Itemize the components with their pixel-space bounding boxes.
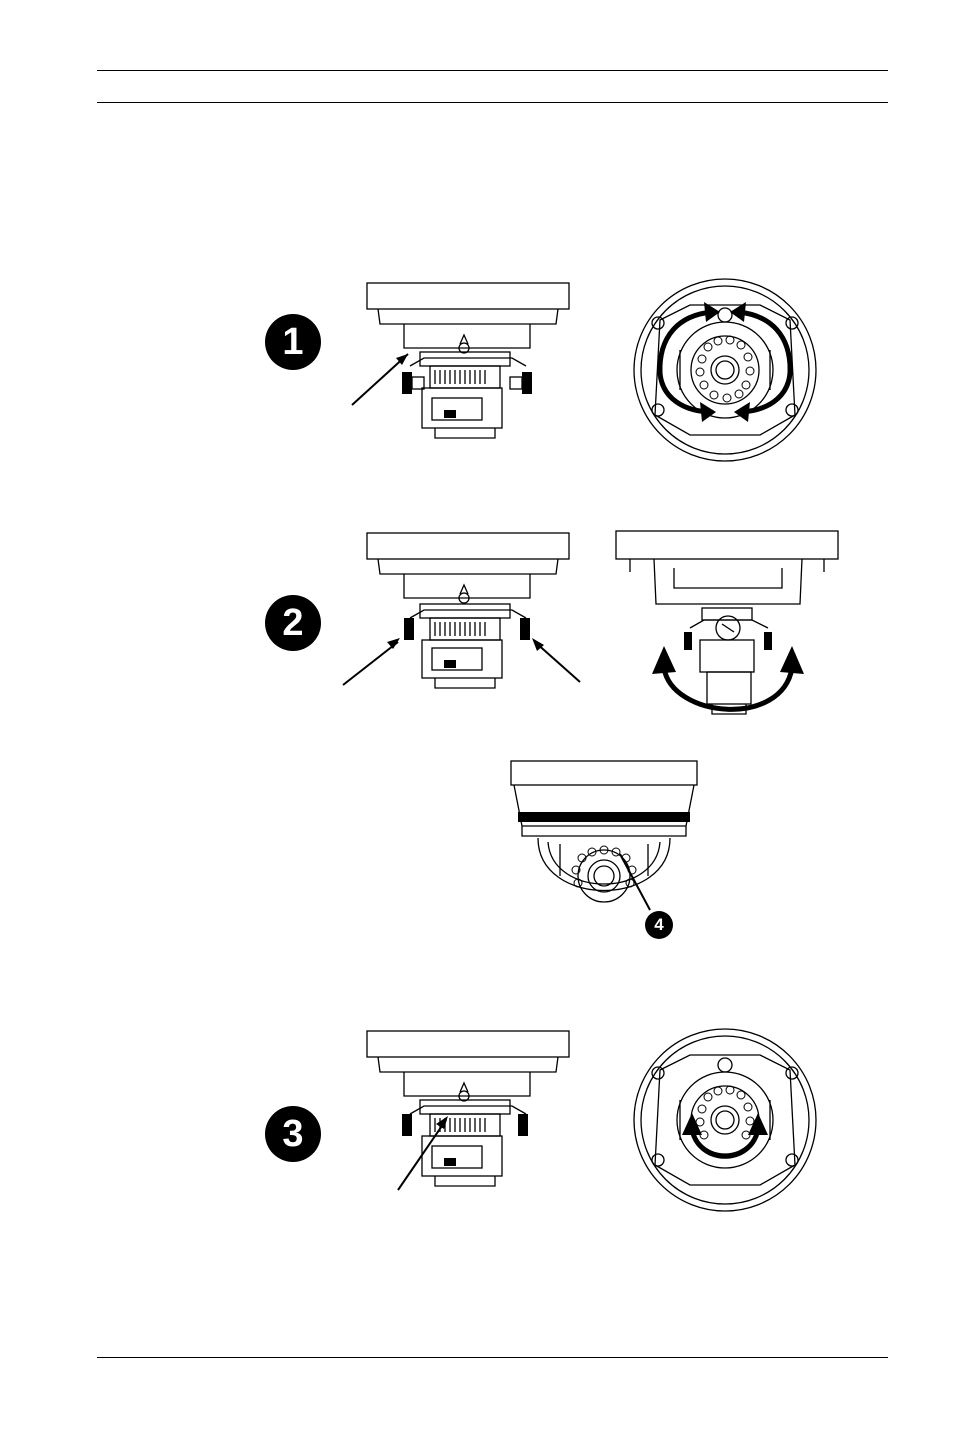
step-1-side-view [340,280,580,440]
dome-assembled-view [508,758,700,918]
header-rule-bottom [97,102,888,103]
step-2-rotate-view [612,528,842,728]
step-1-top-view [630,275,820,465]
callout-4-badge: 4 [645,911,673,939]
step-2-badge: 2 [265,595,321,651]
step-3-top-view [630,1025,820,1215]
step-3-badge: 3 [265,1106,321,1162]
step-2-side-view [340,530,585,690]
step-1-badge: 1 [265,314,321,370]
footer-rule [97,1357,888,1358]
header-rule-top [97,70,888,71]
step-3-side-view [340,1028,580,1193]
